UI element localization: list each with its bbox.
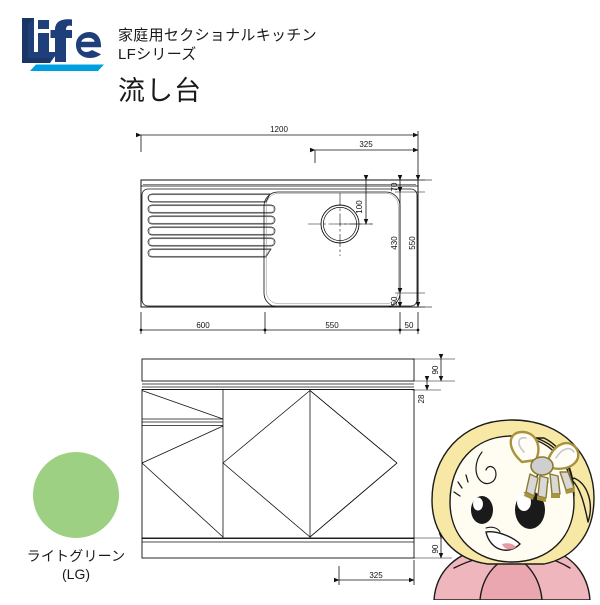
dim-bowl-depth: 430 (390, 236, 399, 250)
mascot-character (424, 418, 600, 601)
color-swatch-block: ライトグリーン (LG) (16, 452, 136, 592)
dim-bowl-width: 550 (325, 321, 339, 330)
top-view-dimensions (135, 131, 432, 334)
color-swatch-name: ライトグリーン (26, 548, 126, 564)
dim-drawer-width: 325 (369, 571, 383, 580)
dim-drain-from-right: 325 (359, 140, 373, 149)
dim-back-edge: 70 (390, 182, 399, 191)
dimension-labels: 1200 325 100 70 430 50 550 600 550 50 90… (196, 125, 440, 580)
dim-drain-offset: 100 (355, 200, 364, 214)
brand-line-1: 家庭用セクショナルキッチン (118, 27, 317, 44)
sink-top-view-geometry (140, 179, 419, 308)
life-logo-icon (22, 18, 104, 71)
dim-right-edge: 50 (405, 321, 414, 330)
dim-overall-width: 1200 (270, 125, 288, 134)
brand-series-text: 家庭用セクショナルキッチン LFシリーズ (118, 26, 317, 64)
page-title: 流し台 (118, 76, 202, 106)
life-logo (14, 14, 114, 72)
dim-drainboard-width: 600 (196, 321, 210, 330)
color-swatch-circle (33, 452, 119, 538)
mascot-illustration (431, 419, 595, 601)
dim-overall-depth: 550 (408, 236, 417, 250)
brand-line-2: LFシリーズ (118, 46, 197, 63)
dim-drawer-height: 28 (417, 394, 426, 403)
color-swatch-code: (LG) (62, 566, 90, 582)
dim-counter-height: 90 (431, 365, 440, 374)
dim-front-edge: 50 (390, 296, 399, 305)
page-header: 家庭用セクショナルキッチン LFシリーズ 流し台 (0, 0, 600, 120)
cabinet-front-view-geometry (141, 358, 415, 559)
drainboard-grooves (147, 193, 276, 258)
